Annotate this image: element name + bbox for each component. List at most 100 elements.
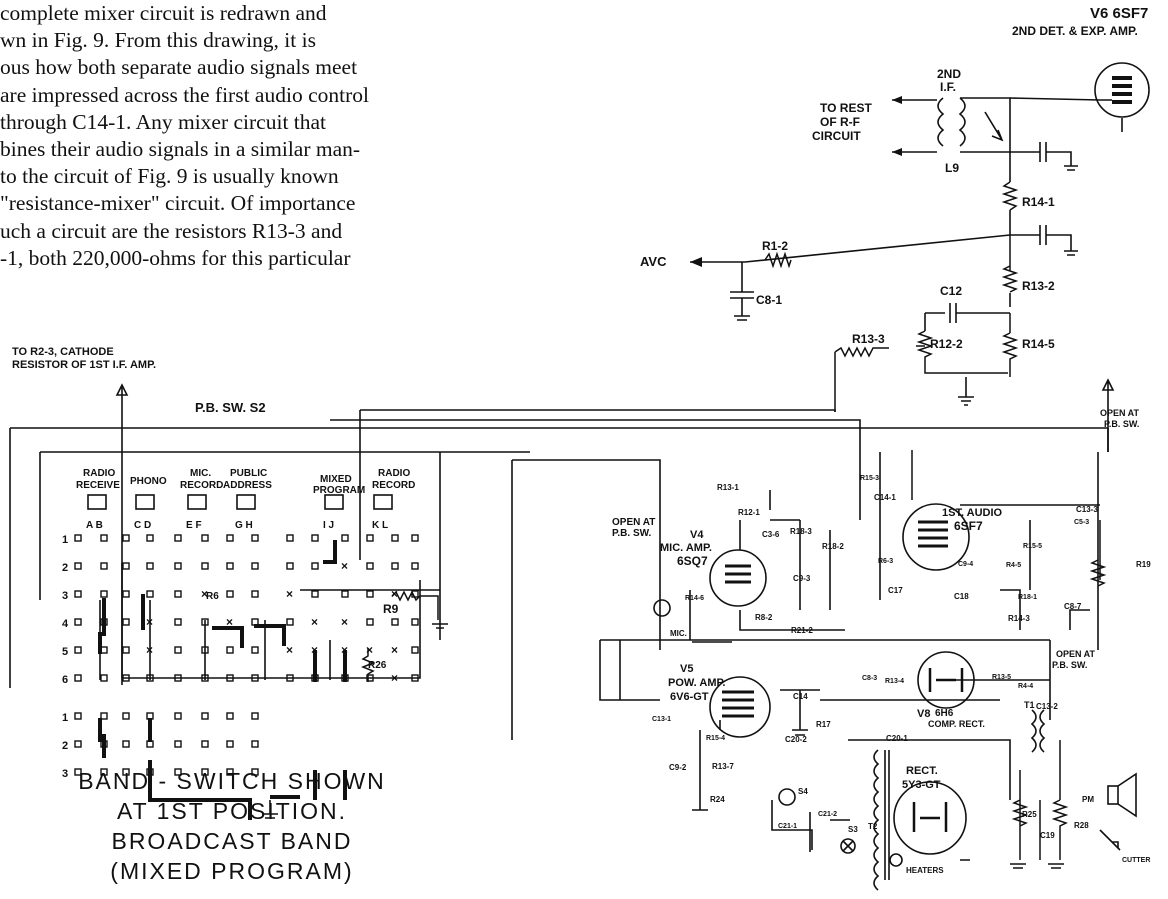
paragraph-line: are impressed across the first audio con… — [0, 82, 369, 107]
r9-label: R9 — [383, 602, 399, 616]
switch-contact — [74, 618, 82, 626]
rect-type-label: 5Y3-GT — [902, 779, 941, 791]
port-label: A B — [86, 520, 103, 531]
switch-button-mixed-program[interactable] — [324, 494, 344, 510]
v8-func-label: COMP. RECT. — [928, 719, 985, 729]
r14-3-label: R14-3 — [1008, 614, 1030, 623]
switch-contact — [74, 646, 82, 654]
switch-contact — [251, 562, 259, 570]
port-label: K L — [372, 520, 388, 531]
switch-contact — [251, 712, 259, 720]
v5-type-label: 6V6-GT — [670, 691, 709, 703]
switch-contact — [366, 590, 374, 598]
c9-4-label: C9-4 — [958, 561, 973, 568]
button-label: PHONO — [130, 476, 167, 487]
switch-contact — [146, 590, 154, 598]
r14-6-label: R14-6 — [685, 595, 704, 602]
r13-1-label: R13-1 — [717, 483, 739, 492]
port-label: G H — [235, 520, 253, 531]
row-label: 6 — [62, 674, 68, 686]
switch-contact — [366, 618, 374, 626]
paragraph-line: wn in Fig. 9. From this drawing, it is — [0, 28, 316, 53]
switch-contact — [122, 712, 130, 720]
c20-1-label: C20-1 — [886, 734, 908, 743]
switch-contact — [201, 740, 209, 748]
c8-7-label: C8-7 — [1064, 602, 1082, 611]
c9-2-label: C9-2 — [669, 763, 687, 772]
switch-contact — [411, 618, 419, 626]
r8-2-label: R8-2 — [755, 613, 773, 622]
pm-label: PM — [1082, 795, 1094, 804]
contact-x-mark: × — [201, 587, 208, 601]
switch-contact — [226, 740, 234, 748]
c12-label: C12 — [940, 284, 962, 298]
r25-label: R25 — [1022, 810, 1037, 819]
switch-contact — [411, 534, 419, 542]
caption-line: AT 1ST POSITION. — [116, 798, 348, 824]
switch-contact — [122, 740, 130, 748]
r13-4-label: R13-4 — [885, 678, 904, 685]
switch-contact — [122, 618, 130, 626]
c9-3-label: C9-3 — [793, 574, 811, 583]
switch-button-mic-record[interactable] — [187, 494, 207, 510]
port-label: E F — [186, 520, 202, 531]
v5-func-label: POW. AMP. — [668, 677, 725, 689]
row-label: 1 — [62, 712, 68, 724]
switch-button-radio-receive[interactable] — [87, 494, 107, 510]
switch-contact — [100, 674, 108, 682]
t1-label: T1 — [1024, 700, 1035, 710]
switch-button-phono[interactable] — [135, 494, 155, 510]
c18-label: C18 — [954, 592, 969, 601]
v4-label: V4 — [690, 529, 704, 541]
switch-contact — [74, 562, 82, 570]
switch-contact — [251, 590, 259, 598]
cathode-label-2: RESISTOR OF 1ST I.F. AMP. — [12, 359, 156, 371]
c3-6-label: C3-6 — [762, 530, 780, 539]
pilot-lamp-icon — [840, 838, 856, 854]
switch-contact — [341, 590, 349, 598]
port-label: I J — [323, 520, 334, 531]
rect-tube — [893, 781, 967, 855]
switch-contact — [226, 712, 234, 720]
paragraph-line: "resistance-mixer" circuit. Of importanc… — [0, 191, 356, 216]
open-pbsw-label-1: OPEN AT — [612, 517, 655, 528]
r14-1-label: R14-1 — [1022, 195, 1055, 209]
switch-button-radio-record[interactable] — [373, 494, 393, 510]
row-label: 2 — [62, 740, 68, 752]
switch-contact — [286, 534, 294, 542]
switch-contact — [174, 618, 182, 626]
v6-function: 2ND DET. & EXP. AMP. — [1012, 24, 1138, 38]
t2-label: T2 — [868, 822, 878, 831]
switch-button-public-address[interactable] — [236, 494, 256, 510]
first-audio-label: 1ST. AUDIO — [942, 507, 1003, 519]
switch-contact-grid: ××××××××××××××× — [74, 534, 419, 776]
switch-contact — [251, 740, 259, 748]
switch-contact — [251, 646, 259, 654]
avc-label: AVC — [640, 254, 667, 269]
paragraph-line: ous how both separate audio signals meet — [0, 55, 358, 80]
switch-contact — [411, 646, 419, 654]
v6-tube — [1094, 62, 1150, 132]
switch-contact — [226, 646, 234, 654]
switch-contact — [366, 534, 374, 542]
s4-label: S4 — [798, 787, 808, 796]
switch-contact — [251, 534, 259, 542]
v4-func-label: MIC. AMP. — [660, 542, 712, 554]
switch-contact — [146, 534, 154, 542]
v6-label: V6 6SF7 — [1090, 5, 1148, 22]
r6-3-label: R6-3 — [878, 558, 893, 565]
button-label: RADIO — [378, 468, 410, 479]
rest-label-2: OF R-F — [820, 115, 860, 129]
c13-1-label: C13-1 — [652, 716, 671, 723]
button-label: MIC. — [190, 468, 211, 479]
cutter-label: CUTTER — [1122, 857, 1150, 864]
button-label: RECORD — [180, 480, 223, 491]
v8-label: V8 — [917, 708, 930, 720]
row-label: 3 — [62, 590, 68, 602]
switch-contact — [100, 712, 108, 720]
microphone-icon — [653, 599, 671, 617]
button-label: RECORD — [372, 480, 415, 491]
row-label: 3 — [62, 768, 68, 780]
c21-1-label: C21-1 — [778, 823, 797, 830]
c20-2-label: C20-2 — [785, 735, 807, 744]
